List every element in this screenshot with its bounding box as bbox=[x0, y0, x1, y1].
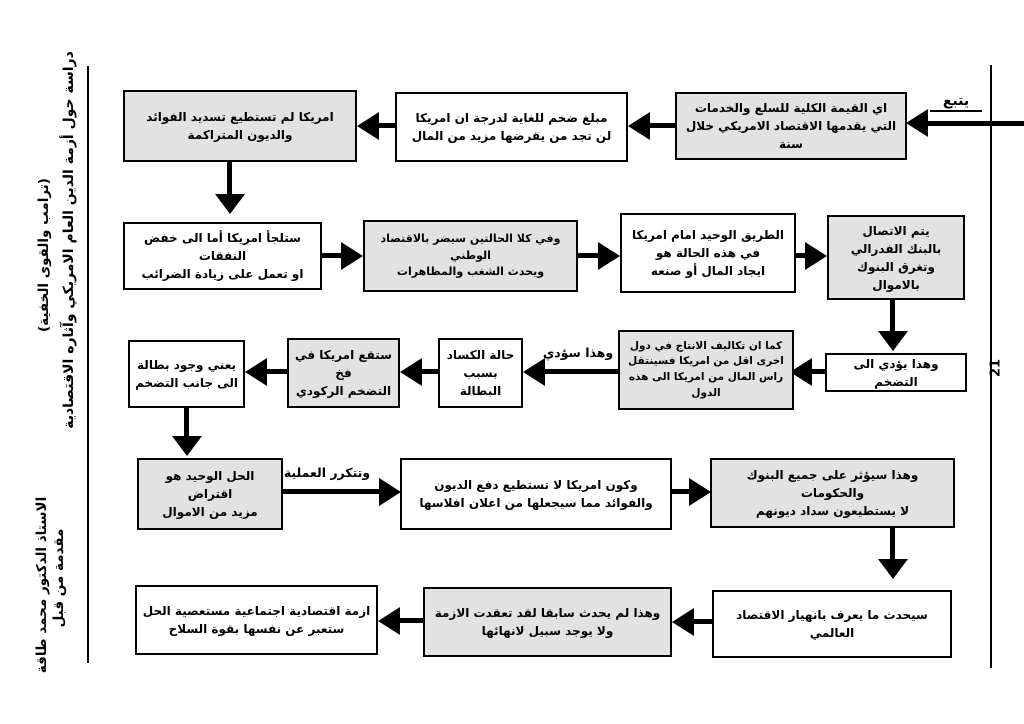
arrow-harm-to-onlyway-shaft bbox=[578, 253, 600, 258]
continued-label: يتبع bbox=[930, 93, 982, 112]
flow-box-unemployment-inflation: يعني وجود بطالة الى جانب التضخم bbox=[128, 340, 245, 408]
arrow-down-row1-head-icon bbox=[215, 194, 245, 214]
arrow-down-row2-head-icon bbox=[878, 331, 908, 351]
arrow-costs-to-recession-shaft bbox=[544, 369, 620, 374]
arrow-down-row2-shaft bbox=[890, 300, 895, 333]
flow-box-armed-crisis: ازمة اقتصادية اجتماعية مستعصية الحل ستعب… bbox=[135, 585, 378, 655]
flow-box-both-cases-harm: وفي كلا الحالتين سيضر بالاقتصاد الوطني و… bbox=[363, 220, 578, 292]
arrow-crisis-to-armed-shaft bbox=[399, 618, 425, 623]
arrow-down-row4-shaft bbox=[890, 528, 895, 561]
arrow-costs-to-recession-head-icon bbox=[523, 358, 545, 386]
arrow-collapse-to-crisis-head-icon bbox=[672, 608, 694, 636]
flow-box-affects-banks: وهذا سيؤثر على جميع البنوك والحكومات لا … bbox=[710, 458, 955, 528]
flow-box-leads-inflation: وهذا يؤدي الى التضخم bbox=[825, 353, 967, 392]
flow-box-cannot-pay-debts: وكون امريكا لا تستطيع دفع الديون والفوائ… bbox=[400, 458, 672, 530]
entry-arrow-head-icon bbox=[906, 109, 928, 137]
margin-book-subtitle: (ترامب والقوى الخفية) bbox=[36, 178, 52, 332]
arrow-down-row3-head-icon bbox=[172, 436, 202, 456]
arrow-recession-to-stagflation-head-icon bbox=[400, 358, 422, 386]
arrow-down-row1-shaft bbox=[227, 162, 232, 196]
flow-box-federal-bank: يتم الاتصال بالبنك الفدرالي وتغرق البنوك… bbox=[827, 215, 965, 300]
flow-box-cut-spending: ستلجأ امريكا أما الى خفض النفقات او تعمل… bbox=[123, 222, 322, 290]
arrow-stagflation-to-unemployment-head-icon bbox=[245, 358, 267, 386]
margin-book-title: دراسة حول أزمة الدين العام الامريكي وآثا… bbox=[61, 51, 77, 429]
arrow-amount-to-cannotpay-head-icon bbox=[357, 112, 379, 140]
arrow-label-process-repeats: وتتكرر العملية bbox=[283, 465, 371, 480]
flow-box-production-costs: كما ان تكاليف الانتاج في دول اخرى اقل من… bbox=[618, 330, 794, 410]
flow-box-cannot-pay-interest: امريكا لم تستطيع تسديد الفوائد والديون ا… bbox=[123, 90, 357, 162]
arrow-inflation-to-costs-head-icon bbox=[790, 358, 812, 386]
margin-presented-by: مقدمة من قبل bbox=[51, 528, 67, 628]
arrow-recession-to-stagflation-shaft bbox=[421, 369, 440, 374]
entry-arrow-shaft bbox=[927, 121, 1024, 126]
arrow-onlyway-to-fed-shaft bbox=[794, 253, 807, 258]
right-margin-rule bbox=[990, 65, 992, 668]
flow-box-unprecedented-crisis: وهذا لم يحدث سابقا لقد تعقدت الازمة ولا … bbox=[423, 587, 672, 657]
arrow-borrow-to-bankrupt-shaft bbox=[283, 489, 381, 494]
flow-box-huge-amount: مبلغ ضخم للغاية لدرجة ان امريكا لن تجد م… bbox=[395, 92, 628, 162]
margin-author-name: الاستاذ الدكتور محمد طاقة bbox=[34, 496, 50, 674]
arrow-gdp-to-amount-shaft bbox=[649, 123, 676, 128]
arrow-harm-to-onlyway-head-icon bbox=[598, 242, 620, 270]
flow-box-gdp-definition: اي القيمة الكلية للسلع والخدمات التي يقد… bbox=[675, 92, 907, 160]
page-number: 21 bbox=[988, 358, 1004, 378]
arrow-onlyway-to-fed-head-icon bbox=[805, 242, 827, 270]
flow-box-only-way: الطريق الوحيد امام امريكا في هذه الحالة … bbox=[620, 213, 796, 293]
arrow-gdp-to-amount-head-icon bbox=[628, 112, 650, 140]
flow-box-recession: حالة الكساد بسبب البطالة bbox=[438, 338, 523, 408]
arrow-down-row3-shaft bbox=[184, 408, 189, 438]
arrow-crisis-to-armed-head-icon bbox=[378, 607, 400, 635]
arrow-label-this-leads: وهذا سؤدي bbox=[542, 345, 614, 360]
arrow-amount-to-cannotpay-shaft bbox=[378, 123, 396, 128]
arrow-bankrupt-to-banks-shaft bbox=[672, 489, 691, 494]
arrow-inflation-to-costs-shaft bbox=[811, 369, 827, 374]
arrow-borrow-to-bankrupt-head-icon bbox=[379, 478, 401, 506]
flow-box-global-collapse: سيحدث ما يعرف بانهيار الاقتصاد العالمي bbox=[712, 590, 952, 658]
arrow-collapse-to-crisis-shaft bbox=[693, 619, 714, 624]
flow-box-only-solution-borrow: الحل الوحيد هو اقتراض مزيد من الاموال bbox=[137, 458, 283, 530]
arrow-cut-to-harm-head-icon bbox=[341, 242, 363, 270]
flow-box-stagflation-trap: ستقع امريكا في فخ التضخم الركودي bbox=[287, 338, 400, 408]
arrow-stagflation-to-unemployment-shaft bbox=[266, 369, 289, 374]
arrow-bankrupt-to-banks-head-icon bbox=[689, 478, 711, 506]
left-margin-rule bbox=[87, 66, 89, 663]
arrow-cut-to-harm-shaft bbox=[322, 253, 344, 258]
arrow-down-row4-head-icon bbox=[878, 559, 908, 579]
